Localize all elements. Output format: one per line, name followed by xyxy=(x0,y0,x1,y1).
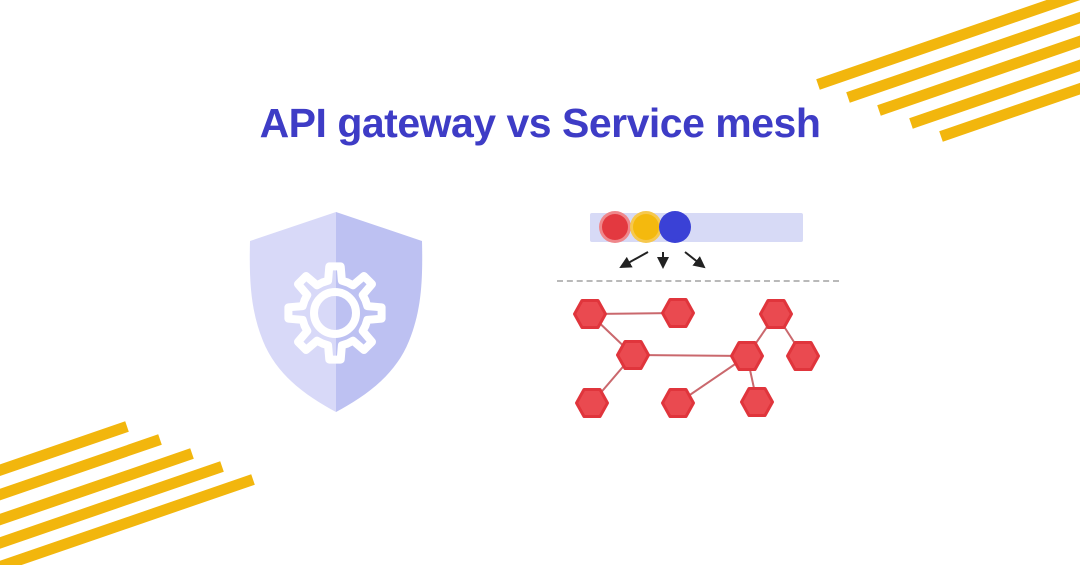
service-hexagon-node xyxy=(759,299,793,329)
traffic-dot-blue xyxy=(662,214,688,240)
traffic-dot-yellow xyxy=(633,214,659,240)
divider-dashed-line xyxy=(557,280,839,282)
routing-arrows xyxy=(619,251,706,269)
mesh-graph xyxy=(573,298,820,418)
service-hexagon-node xyxy=(661,298,695,328)
service-hexagon-node xyxy=(740,387,774,417)
service-hexagon-node xyxy=(730,341,764,371)
traffic-dot-red xyxy=(602,214,628,240)
service-hexagon-node xyxy=(661,388,695,418)
service-hexagon-node xyxy=(786,341,820,371)
mesh-link xyxy=(632,354,748,357)
gateway-bar xyxy=(590,213,803,242)
decor-stripe xyxy=(0,473,255,565)
page-title: API gateway vs Service mesh xyxy=(259,100,821,146)
shield-icon xyxy=(249,212,423,412)
service-hexagon-node xyxy=(616,340,650,370)
arrow-icon xyxy=(684,251,706,269)
service-hexagon-node xyxy=(573,299,607,329)
arrow-icon xyxy=(619,251,649,268)
gear-icon xyxy=(284,262,386,364)
service-hexagon-node xyxy=(575,388,609,418)
shield-left-half xyxy=(249,212,336,412)
